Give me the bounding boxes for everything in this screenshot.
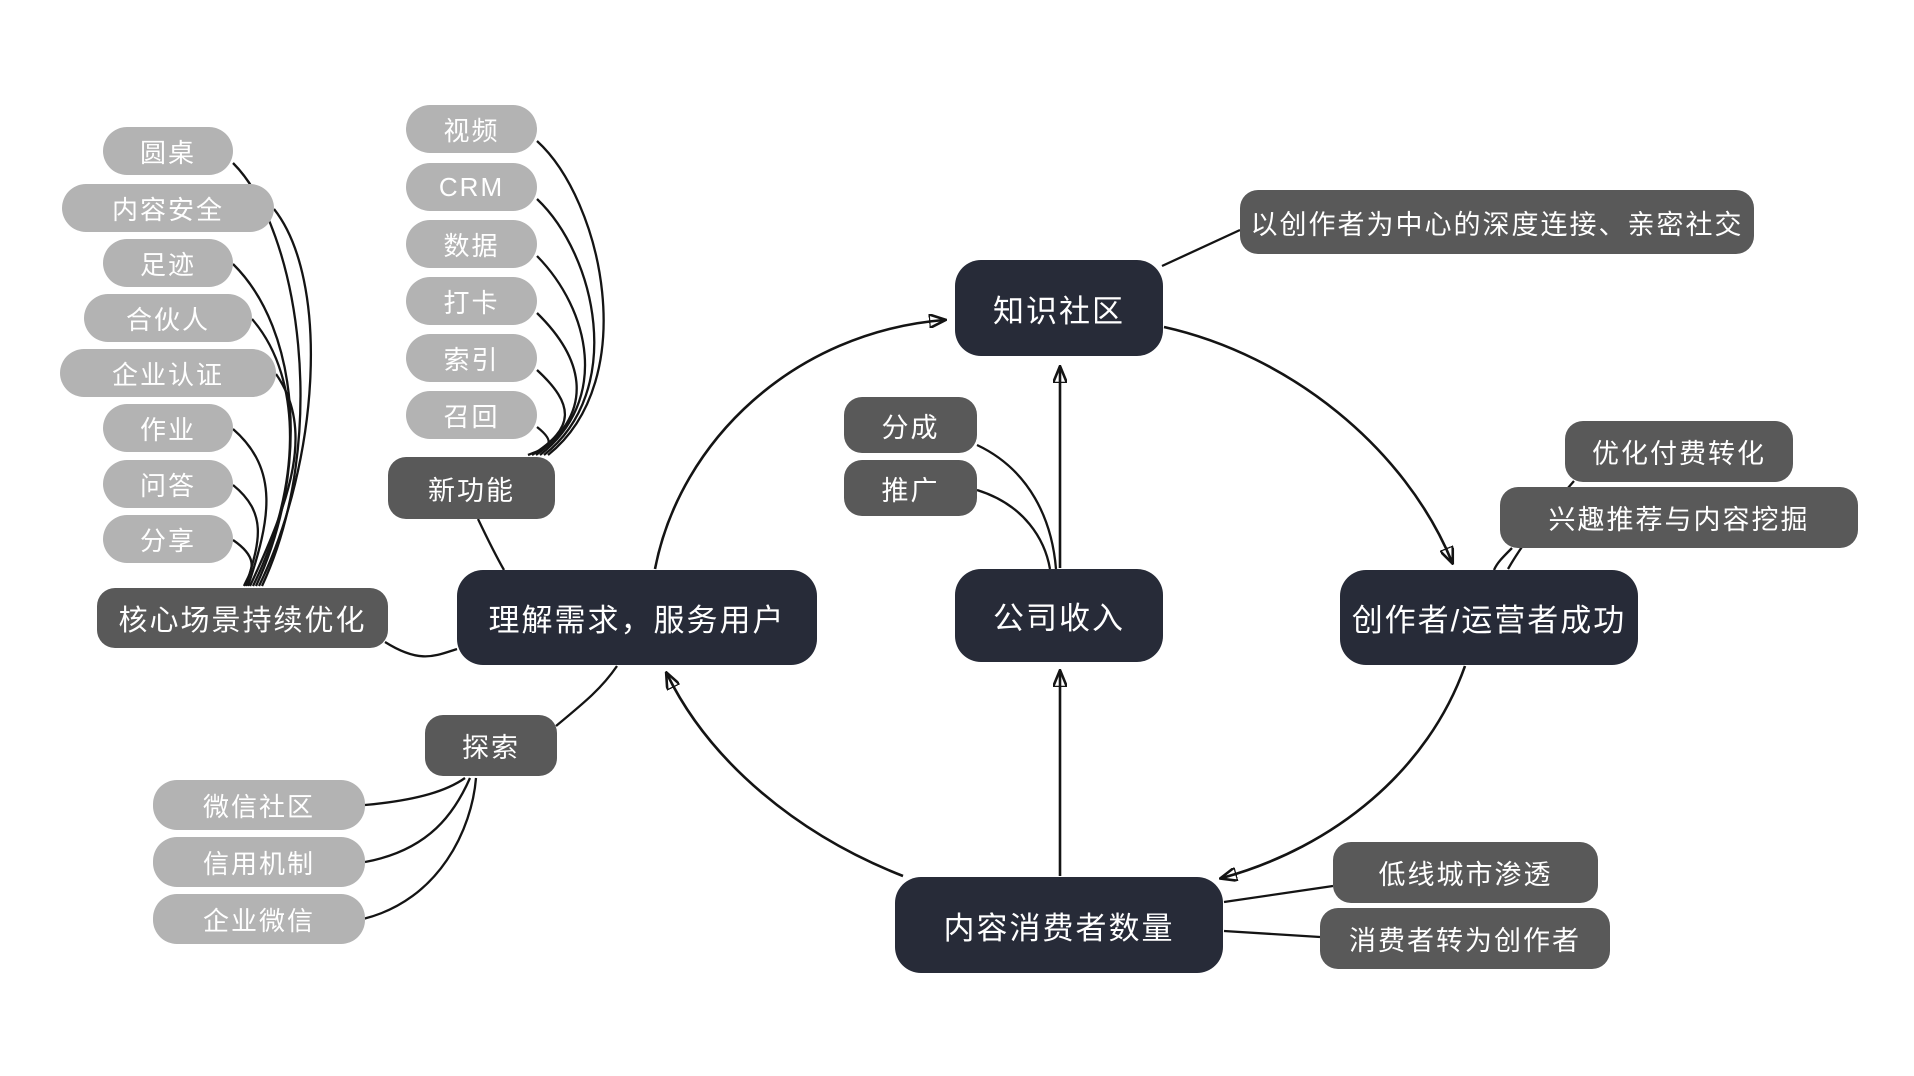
annotation-consumer-to-creator[interactable]: 消费者转为创作者 bbox=[1320, 908, 1610, 969]
edge-promotion-revenue bbox=[976, 488, 1052, 570]
leaf-crm[interactable]: CRM bbox=[406, 163, 537, 211]
annotation-optimize-paid-conversion[interactable]: 优化付费转化 bbox=[1565, 421, 1793, 482]
edge-credit-mechanism-explore bbox=[364, 777, 472, 864]
edge-recall-newfeatures bbox=[527, 426, 550, 457]
edge-knowledge-social-annotation bbox=[1161, 228, 1241, 268]
edge-footprint-core bbox=[232, 263, 292, 587]
leaf-enterprise-wechat[interactable]: 企业微信 bbox=[153, 894, 365, 944]
node-revenue-split[interactable]: 分成 bbox=[844, 397, 977, 453]
edge-consumer-to-understand-arrow bbox=[667, 674, 904, 878]
node-understand-needs-serve-users[interactable]: 理解需求，服务用户 bbox=[457, 570, 817, 665]
edge-interest-annotation-creator bbox=[1492, 547, 1513, 571]
edge-newfeatures-understand bbox=[476, 518, 505, 571]
edge-lowtier-annotation-consumer bbox=[1223, 884, 1334, 904]
edge-core-understand bbox=[384, 641, 458, 658]
leaf-partner[interactable]: 合伙人 bbox=[84, 294, 252, 342]
edge-content-safety-core bbox=[257, 208, 312, 587]
leaf-share[interactable]: 分享 bbox=[103, 515, 233, 563]
edge-knowledge-to-creator-arrow bbox=[1163, 325, 1452, 562]
leaf-data[interactable]: 数据 bbox=[406, 220, 537, 268]
edge-wechat-community-explore bbox=[364, 777, 466, 807]
node-new-features[interactable]: 新功能 bbox=[388, 457, 555, 519]
leaf-checkin[interactable]: 打卡 bbox=[406, 277, 537, 325]
edge-explore-understand bbox=[555, 665, 618, 727]
annotation-lower-tier-city-penetration[interactable]: 低线城市渗透 bbox=[1333, 842, 1598, 903]
leaf-homework[interactable]: 作业 bbox=[103, 404, 233, 452]
edge-split-revenue bbox=[976, 443, 1058, 570]
edge-enterprise-wechat-explore bbox=[362, 777, 478, 921]
annotation-creator-centric-social[interactable]: 以创作者为中心的深度连接、亲密社交 bbox=[1240, 190, 1754, 254]
leaf-video[interactable]: 视频 bbox=[406, 105, 537, 153]
leaf-recall[interactable]: 召回 bbox=[406, 391, 537, 439]
node-company-revenue[interactable]: 公司收入 bbox=[955, 569, 1163, 662]
leaf-wechat-community[interactable]: 微信社区 bbox=[153, 780, 365, 830]
edge-understand-to-knowledge-arrow bbox=[653, 320, 944, 570]
leaf-qa[interactable]: 问答 bbox=[103, 460, 233, 508]
edge-convert-annotation-consumer bbox=[1223, 929, 1321, 939]
edge-homework-core bbox=[232, 428, 268, 587]
edge-video-newfeatures bbox=[536, 140, 605, 456]
leaf-content-safety[interactable]: 内容安全 bbox=[62, 184, 274, 232]
edge-partner-core bbox=[251, 318, 292, 587]
leaf-roundtable[interactable]: 圆桌 bbox=[103, 127, 233, 175]
leaf-footprint[interactable]: 足迹 bbox=[103, 239, 233, 287]
node-core-scene-optimization[interactable]: 核心场景持续优化 bbox=[97, 588, 388, 648]
edge-share-core bbox=[232, 539, 253, 587]
node-explore[interactable]: 探索 bbox=[425, 715, 557, 776]
edge-creator-to-consumer-arrow bbox=[1222, 665, 1467, 878]
leaf-index[interactable]: 索引 bbox=[406, 334, 537, 382]
edge-crm-newfeatures bbox=[536, 198, 596, 456]
edge-enterprise-verification-core bbox=[248, 373, 297, 587]
node-knowledge-community[interactable]: 知识社区 bbox=[955, 260, 1163, 356]
leaf-enterprise-verification[interactable]: 企业认证 bbox=[60, 349, 276, 397]
node-creator-operator-success[interactable]: 创作者/运营者成功 bbox=[1340, 570, 1638, 665]
node-content-consumer-count[interactable]: 内容消费者数量 bbox=[895, 877, 1223, 973]
annotation-interest-recommendation[interactable]: 兴趣推荐与内容挖掘 bbox=[1500, 487, 1858, 548]
leaf-credit-mechanism[interactable]: 信用机制 bbox=[153, 837, 365, 887]
edge-qa-core bbox=[232, 484, 260, 587]
edge-data-newfeatures bbox=[536, 255, 587, 456]
node-promotion[interactable]: 推广 bbox=[844, 460, 977, 516]
